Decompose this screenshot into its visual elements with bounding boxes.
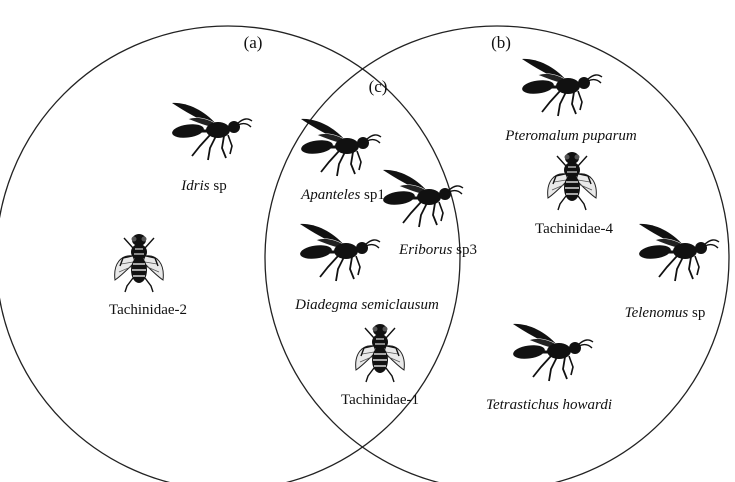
species-name-suffix: Tachinidae-4 bbox=[535, 221, 614, 237]
wasp-icon bbox=[521, 59, 602, 116]
region-label-b: (b) bbox=[491, 33, 511, 52]
species-name-italic: Pteromalum puparum bbox=[504, 128, 637, 144]
wasp-icon bbox=[638, 224, 719, 281]
wasp-icon bbox=[300, 119, 381, 176]
species-name-italic: Idris bbox=[180, 178, 210, 194]
tachinid-fly-icon bbox=[356, 324, 405, 382]
species-label-tach4: Tachinidae-4 bbox=[535, 221, 614, 237]
species-name-suffix: sp bbox=[688, 305, 705, 321]
species-label-idris: Idris sp bbox=[180, 178, 226, 194]
species-label-telenomus: Telenomus sp bbox=[625, 305, 706, 321]
region-label-a: (a) bbox=[244, 33, 263, 52]
species-name-suffix: sp3 bbox=[452, 242, 477, 258]
species-name-suffix: Tachinidae-1 bbox=[341, 392, 419, 408]
species-name-italic: Apanteles bbox=[300, 187, 360, 203]
species-label-diadegma: Diadegma semiclausum bbox=[294, 297, 439, 313]
wasp-icon bbox=[382, 170, 463, 227]
species-label-tach1: Tachinidae-1 bbox=[341, 392, 419, 408]
species-name-suffix: sp bbox=[210, 178, 227, 194]
species-label-pteromalus: Pteromalum puparum bbox=[504, 128, 637, 144]
set-a-circle bbox=[0, 26, 460, 482]
tachinid-fly-icon bbox=[548, 152, 597, 210]
species-name-italic: Diadegma semiclausum bbox=[294, 297, 439, 313]
species-label-tach2: Tachinidae-2 bbox=[109, 302, 187, 318]
species-name-suffix: Tachinidae-2 bbox=[109, 302, 187, 318]
species-name-italic: Telenomus bbox=[625, 305, 689, 321]
region-label-c: (c) bbox=[369, 77, 388, 96]
species-label-tetrastichus: Tetrastichus howardi bbox=[486, 397, 612, 413]
species-label-apanteles: Apanteles sp1 bbox=[300, 187, 385, 203]
species-name-suffix: sp1 bbox=[360, 187, 385, 203]
species-name-italic: Tetrastichus howardi bbox=[486, 397, 612, 413]
wasp-icon bbox=[171, 103, 252, 160]
species-name-italic: Eriborus bbox=[398, 242, 453, 258]
tachinid-fly-icon bbox=[115, 234, 164, 292]
wasp-icon bbox=[299, 224, 380, 281]
species-label-eriborus: Eriborus sp3 bbox=[398, 242, 477, 258]
wasp-icon bbox=[512, 324, 593, 381]
